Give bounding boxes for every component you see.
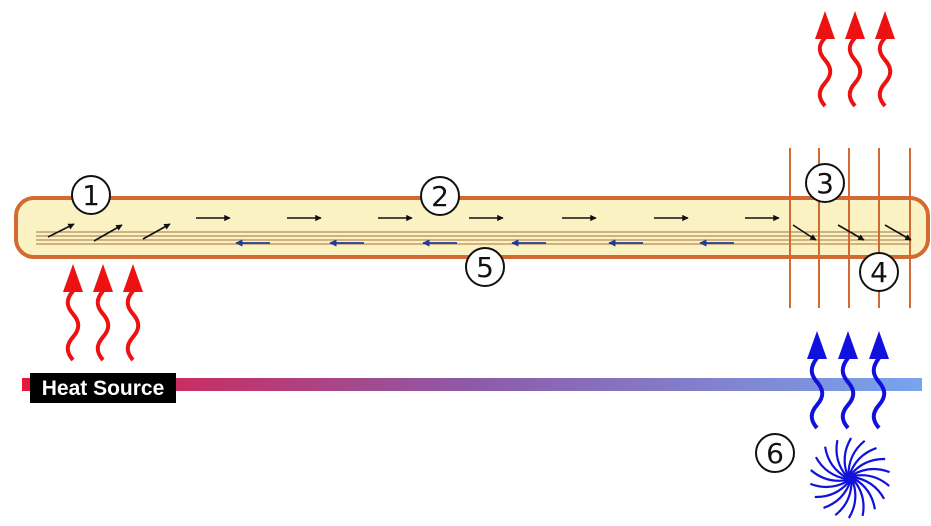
condensation-arrow bbox=[884, 224, 912, 241]
fan-blade bbox=[810, 469, 848, 482]
condensation-arrow bbox=[792, 224, 817, 241]
wavy-up-arrow-icon bbox=[815, 11, 835, 108]
fan-blade bbox=[849, 457, 886, 476]
wavy-up-arrow-icon bbox=[63, 264, 83, 362]
evaporation-arrow bbox=[47, 223, 75, 238]
fan-blade bbox=[850, 467, 890, 477]
fan-blade bbox=[848, 447, 877, 476]
fan-blade bbox=[814, 480, 851, 499]
step-number: 3 bbox=[816, 167, 834, 200]
evaporation-arrow bbox=[142, 223, 171, 240]
fan-blade bbox=[847, 439, 866, 476]
fan-blade bbox=[814, 456, 848, 481]
step-marker-2: 2 bbox=[420, 176, 460, 216]
step-marker-6: 6 bbox=[755, 433, 795, 473]
step-marker-4: 4 bbox=[859, 252, 899, 292]
wavy-up-arrow-icon bbox=[869, 331, 889, 430]
step-number: 1 bbox=[82, 179, 100, 212]
fan-blade bbox=[852, 475, 886, 500]
temperature-gradient-bar bbox=[22, 378, 922, 391]
wick-lines bbox=[36, 231, 910, 245]
fan-blade bbox=[823, 480, 852, 509]
fan-blade bbox=[847, 479, 857, 519]
fan-blade bbox=[810, 479, 850, 489]
fan-blade bbox=[835, 439, 849, 478]
wavy-up-arrow-icon bbox=[123, 264, 143, 362]
wavy-up-arrow-icon bbox=[93, 264, 113, 362]
heat-source-text: Heat Source bbox=[42, 377, 165, 400]
condensation-arrow bbox=[837, 224, 865, 241]
fan-blade bbox=[852, 474, 890, 487]
heat-out-arrows bbox=[815, 11, 895, 108]
step-number: 4 bbox=[870, 256, 888, 289]
heat-in-arrows bbox=[63, 264, 143, 362]
wavy-up-arrow-icon bbox=[845, 11, 865, 108]
fan-hub bbox=[845, 473, 855, 483]
fan-blade bbox=[824, 446, 848, 479]
wavy-up-arrow-icon bbox=[875, 11, 895, 108]
fan-blade bbox=[843, 437, 853, 477]
fan-icon bbox=[810, 437, 890, 519]
vapor-flow-arrows bbox=[47, 214, 912, 242]
step-number: 5 bbox=[476, 251, 494, 284]
step-marker-1: 1 bbox=[71, 175, 111, 215]
evaporation-arrow bbox=[93, 224, 123, 242]
step-number: 2 bbox=[431, 180, 449, 213]
cooling-arrows bbox=[807, 331, 889, 430]
heat-pipe bbox=[14, 196, 930, 259]
wavy-up-arrow-icon bbox=[838, 331, 858, 430]
fan-blade bbox=[834, 480, 853, 517]
step-marker-3: 3 bbox=[805, 163, 845, 203]
step-marker-5: 5 bbox=[465, 247, 505, 287]
fan-blade bbox=[852, 477, 876, 510]
heat-source-label: Heat Source bbox=[30, 373, 176, 403]
wavy-up-arrow-icon bbox=[807, 331, 827, 430]
fan-blade bbox=[851, 478, 865, 517]
step-number: 6 bbox=[766, 437, 784, 470]
